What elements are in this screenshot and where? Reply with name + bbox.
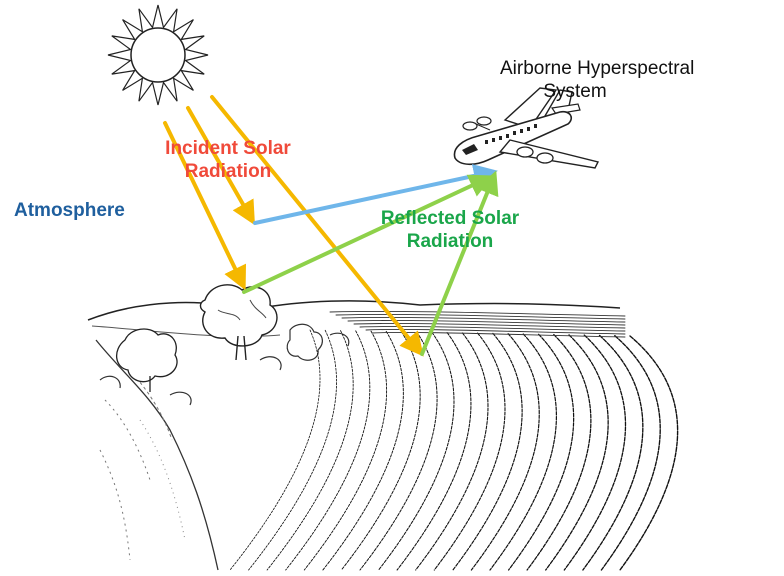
reflected-radiation-arrows <box>242 170 499 356</box>
field-row <box>563 334 627 571</box>
farm-field-illustration <box>87 284 679 571</box>
field-row <box>229 329 321 571</box>
field-row <box>359 331 438 571</box>
tree-icon <box>286 323 323 361</box>
field-row <box>322 330 404 571</box>
airborne-system-label: Airborne Hyperspectral System <box>500 58 695 104</box>
airplane-icon <box>453 87 600 169</box>
field-row <box>452 332 523 571</box>
far-field-line <box>341 317 626 323</box>
incident-radiation-label-line1: Incident Solar <box>165 138 291 159</box>
incident-arrow-1 <box>163 121 247 291</box>
field-row <box>582 334 644 571</box>
field-row <box>303 330 388 571</box>
field-row <box>619 335 679 571</box>
field-row <box>378 331 455 571</box>
tree-icon <box>116 328 178 392</box>
airborne-system-label-line1: Airborne Hyperspectral <box>500 58 695 79</box>
incident-radiation-arrows <box>163 95 424 357</box>
airborne-system-label-line2: System <box>543 80 607 102</box>
reflected-arrow-field <box>420 170 499 356</box>
far-field-line <box>353 323 626 329</box>
reflected-radiation-label-line2: Radiation <box>406 230 494 252</box>
reflected-radiation-label-line1: Reflected Solar <box>380 208 520 229</box>
field-row <box>266 330 354 571</box>
atmosphere-label: Atmosphere <box>14 200 125 221</box>
reflected-arrow-tree <box>242 174 494 294</box>
field-row <box>489 333 558 571</box>
field-row <box>526 333 592 571</box>
field-row <box>545 334 609 571</box>
sun-icon <box>107 4 209 106</box>
field-row <box>396 332 472 571</box>
incident-arrow-3 <box>210 95 424 357</box>
reflected-radiation-label: Reflected Solar Radiation <box>355 208 545 254</box>
incident-radiation-label-line2: Radiation <box>184 160 272 182</box>
far-field-line <box>359 326 626 332</box>
field-row <box>248 329 337 571</box>
far-field-line <box>365 329 626 335</box>
field-row <box>415 332 489 571</box>
incident-radiation-label: Incident Solar Radiation <box>128 138 328 184</box>
field-row <box>340 331 421 571</box>
far-field-line <box>329 311 626 317</box>
field-row <box>285 330 371 571</box>
field-row <box>600 335 661 571</box>
field-row <box>507 333 575 571</box>
field-row <box>433 332 506 571</box>
far-field-line <box>371 332 626 338</box>
atmosphere-scatter-arrow <box>253 164 498 225</box>
far-field-line <box>347 320 626 326</box>
far-field-line <box>335 314 626 320</box>
tree-icon <box>199 284 278 361</box>
field-row <box>470 333 540 571</box>
incident-arrow-2 <box>186 106 255 226</box>
